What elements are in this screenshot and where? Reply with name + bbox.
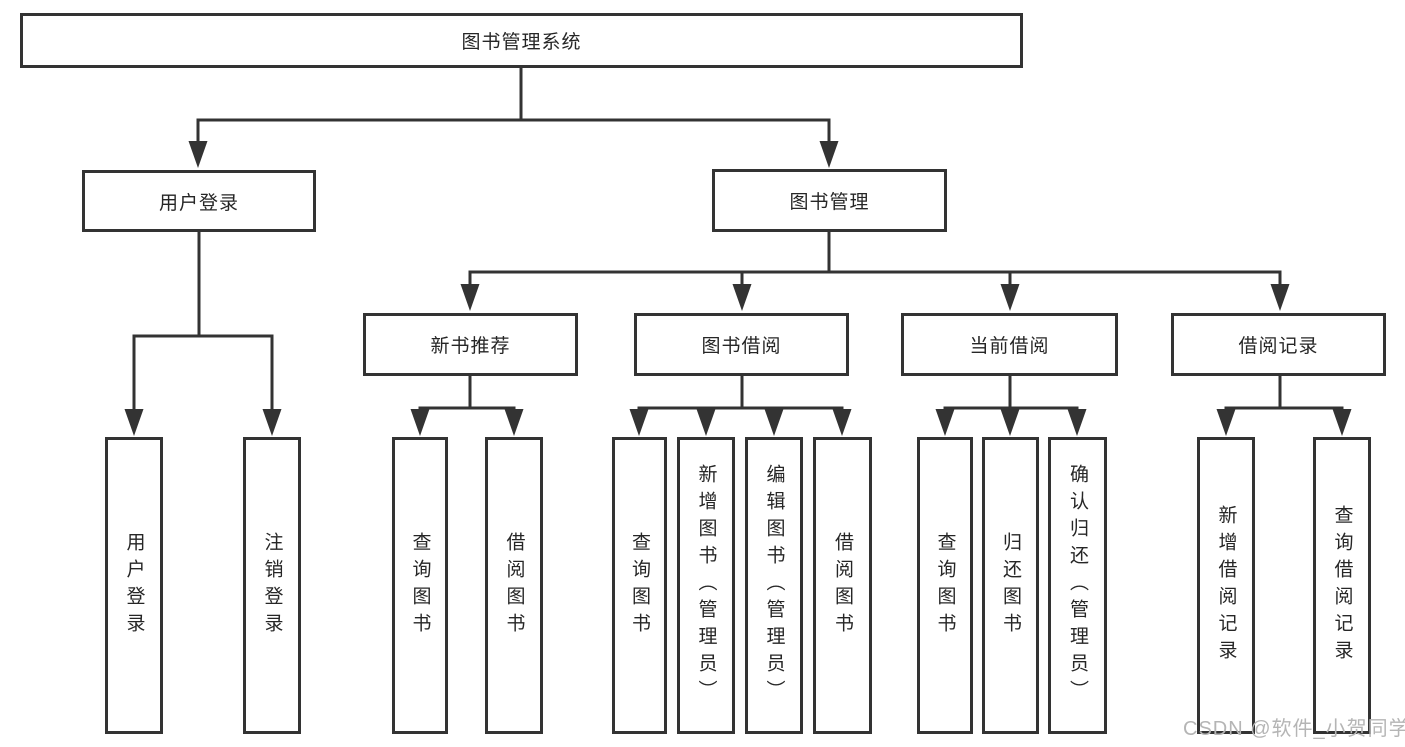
edge-records-to-leaves [1224, 376, 1344, 410]
arrowhead-icon [1000, 409, 1020, 436]
edge-bookmgmt-to-level3 [468, 232, 1282, 286]
node-label: 图书管理 [789, 192, 870, 213]
edge-root-to-level2 [196, 68, 831, 144]
node-label: 图书借阅 [701, 336, 782, 357]
leaf-add-book-admin: 新增图书（管理员） [677, 437, 735, 734]
node-label: 查询图书 [934, 531, 956, 640]
arrowhead-icon [696, 409, 716, 436]
arrowhead-icon [1270, 284, 1290, 311]
node-borrow-records: 借阅记录 [1171, 313, 1386, 376]
leaf-query-books-borrow: 查询图书 [612, 437, 667, 734]
node-label: 用户登录 [123, 531, 145, 640]
node-label: 查询图书 [409, 531, 431, 640]
node-new-book-recommend: 新书推荐 [363, 313, 578, 376]
node-label: 新书推荐 [430, 336, 511, 357]
watermark: CSDN @软件_小贺同学 [1183, 718, 1405, 740]
edge-recommend-to-leaves [418, 376, 516, 410]
arrowhead-icon [764, 409, 784, 436]
edge-current-to-leaves [943, 376, 1079, 410]
leaf-query-books-recommend: 查询图书 [392, 437, 448, 734]
node-current-borrow: 当前借阅 [901, 313, 1118, 376]
leaf-query-books-current: 查询图书 [917, 437, 973, 734]
leaf-borrow-books: 借阅图书 [813, 437, 872, 734]
arrowhead-icon [1067, 409, 1087, 436]
node-label: 注销登录 [261, 531, 283, 640]
node-label: 当前借阅 [969, 336, 1050, 357]
arrowhead-icon [832, 409, 852, 436]
node-label: 归还图书 [1000, 531, 1021, 640]
node-label: 借阅记录 [1238, 336, 1319, 357]
leaf-borrow-books-recommend: 借阅图书 [485, 437, 543, 734]
arrowhead-icon [410, 409, 430, 436]
node-label: 借阅图书 [832, 531, 853, 640]
node-label: 图书管理系统 [461, 32, 582, 53]
node-label: 编辑图书（管理员） [763, 464, 785, 707]
arrowhead-icon [1216, 409, 1236, 436]
node-user-login: 用户登录 [82, 170, 316, 232]
node-label: 查询图书 [629, 531, 650, 640]
leaf-confirm-return-admin: 确认归还（管理员） [1048, 437, 1107, 734]
node-label: 新增图书（管理员） [695, 464, 717, 707]
arrowhead-icon [935, 409, 955, 436]
leaf-edit-book-admin: 编辑图书（管理员） [745, 437, 803, 734]
node-book-borrow: 图书借阅 [634, 313, 849, 376]
arrowhead-icon [732, 284, 752, 311]
leaf-add-borrow-record: 新增借阅记录 [1197, 437, 1255, 734]
node-label: 确认归还（管理员） [1067, 464, 1088, 707]
arrowhead-icon [1332, 409, 1352, 436]
node-system-root: 图书管理系统 [20, 13, 1023, 68]
leaf-user-login: 用户登录 [105, 437, 163, 734]
edge-userlogin-to-leaves [132, 232, 274, 412]
node-label: 借阅图书 [503, 531, 525, 640]
node-label: 查询借阅记录 [1331, 504, 1353, 667]
arrowhead-icon [504, 409, 524, 436]
arrowhead-icon [460, 284, 480, 311]
arrowhead-icon [819, 141, 839, 168]
node-label: 新增借阅记录 [1215, 504, 1237, 667]
leaf-return-book: 归还图书 [982, 437, 1039, 734]
arrowhead-icon [188, 141, 208, 168]
node-label: 用户登录 [158, 192, 239, 214]
edge-borrow-to-leaves [637, 376, 844, 410]
leaf-logout: 注销登录 [243, 437, 301, 734]
arrowhead-icon [124, 409, 144, 436]
node-book-management: 图书管理 [712, 169, 947, 232]
arrowhead-icon [262, 409, 282, 436]
arrowhead-icon [1000, 284, 1020, 311]
arrowhead-icon [629, 409, 649, 436]
leaf-query-borrow-record: 查询借阅记录 [1313, 437, 1371, 734]
